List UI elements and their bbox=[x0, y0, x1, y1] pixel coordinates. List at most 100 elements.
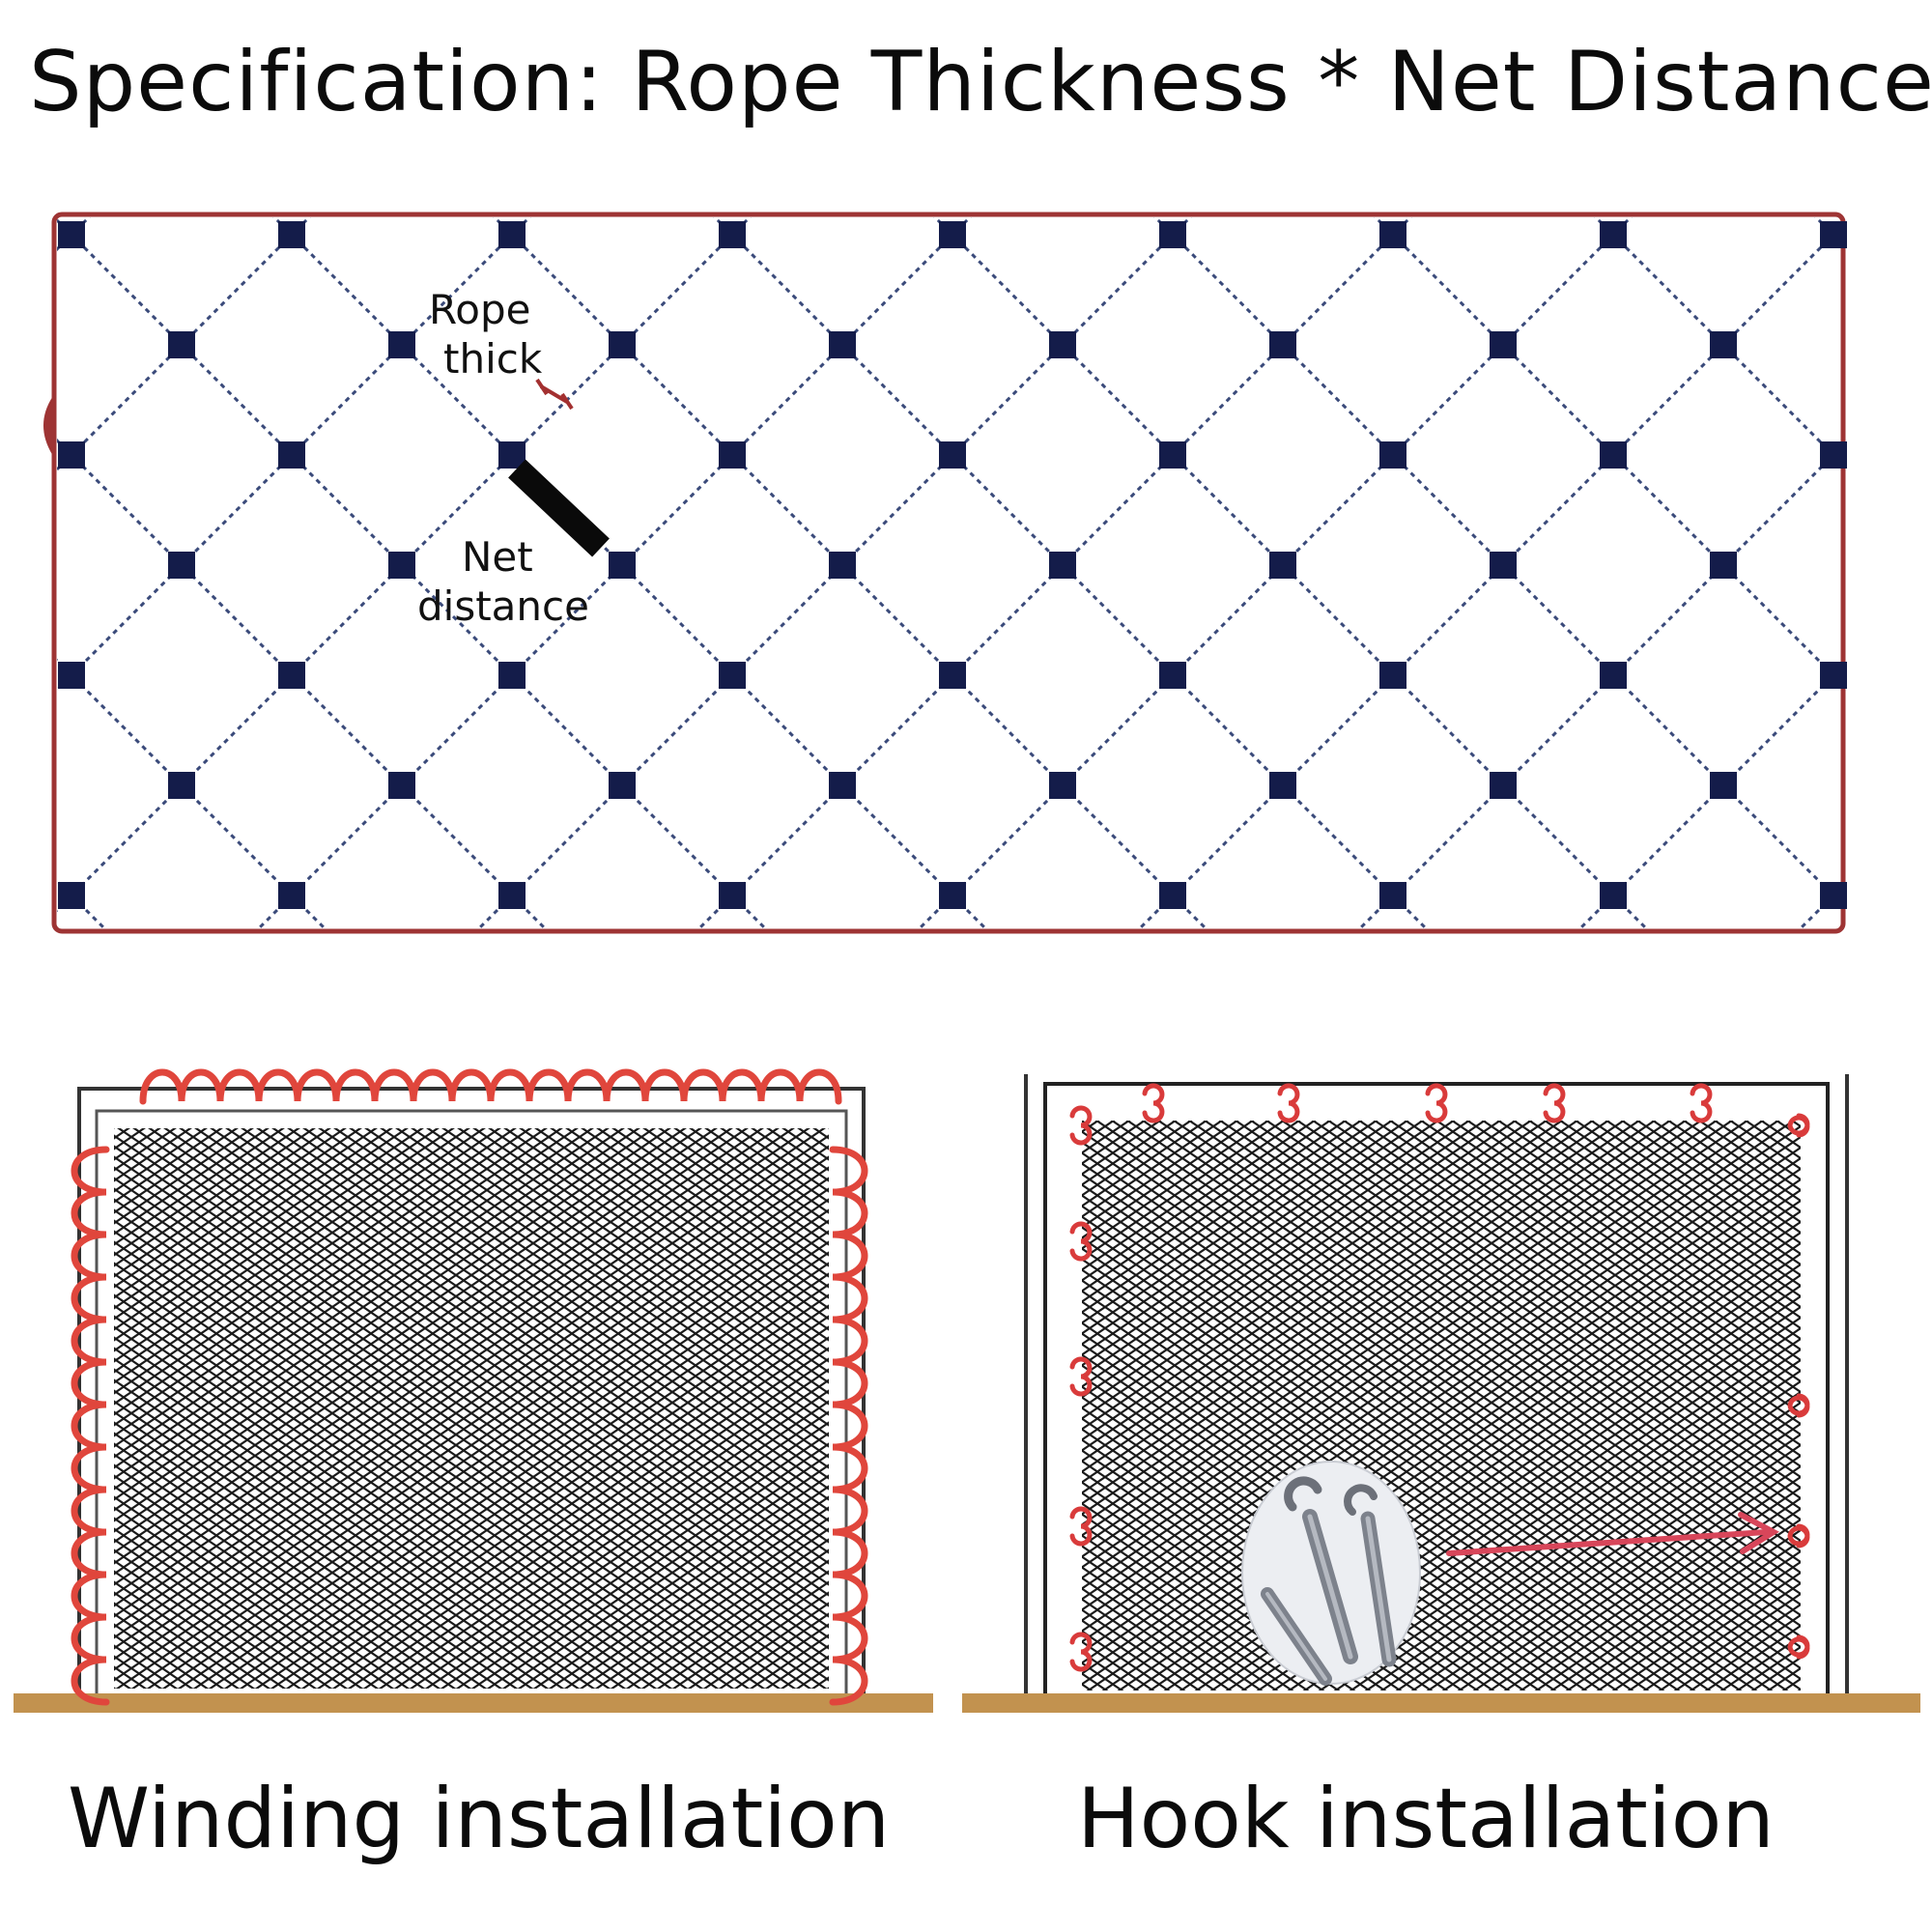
net-spec-panel: Rope thick Net distance bbox=[43, 212, 1847, 934]
net-knot bbox=[498, 662, 526, 689]
net-knot bbox=[388, 772, 415, 799]
net-knot bbox=[1379, 882, 1406, 909]
hook-bolt-icon bbox=[1344, 1484, 1397, 1667]
net-knot bbox=[1379, 662, 1406, 689]
net-knot bbox=[1159, 882, 1186, 909]
hook-bolts-inset bbox=[1241, 1461, 1421, 1686]
net-knot bbox=[1159, 662, 1186, 689]
hook-icon bbox=[1277, 1083, 1300, 1123]
hook-icon bbox=[1787, 1113, 1810, 1138]
hook-icon bbox=[1069, 1105, 1093, 1146]
winding-rope bbox=[71, 1068, 868, 1706]
net-knot bbox=[388, 331, 415, 358]
hook-icon bbox=[1690, 1083, 1713, 1123]
pointer-arrow bbox=[1446, 1512, 1780, 1556]
net-knot bbox=[1600, 662, 1627, 689]
net-knot bbox=[1490, 772, 1517, 799]
net-knot bbox=[1049, 772, 1076, 799]
net-knot bbox=[278, 662, 305, 689]
net-knot bbox=[1600, 441, 1627, 469]
winding-net bbox=[114, 1128, 829, 1689]
winding-rope-left bbox=[71, 1146, 110, 1706]
net-knot bbox=[1269, 552, 1296, 579]
net-frame bbox=[51, 212, 1846, 934]
net-knot bbox=[168, 552, 195, 579]
net-knot bbox=[1490, 331, 1517, 358]
net-knot bbox=[278, 221, 305, 248]
hook-icon bbox=[1069, 1506, 1093, 1547]
net-knot bbox=[1159, 441, 1186, 469]
hook-floor bbox=[962, 1693, 1920, 1713]
net-knot bbox=[168, 772, 195, 799]
net-knot bbox=[1820, 662, 1847, 689]
net-knot bbox=[278, 882, 305, 909]
net-knot bbox=[829, 772, 856, 799]
frame-tab bbox=[43, 396, 56, 456]
winding-rope-top bbox=[139, 1068, 842, 1105]
hook-icon bbox=[1787, 1393, 1810, 1418]
net-knot bbox=[58, 221, 85, 248]
net-distance-label-line2: distance bbox=[417, 582, 589, 630]
net-distance-label-line1: Net bbox=[462, 533, 533, 581]
net-knot bbox=[1269, 772, 1296, 799]
net-knot bbox=[939, 882, 966, 909]
hook-icon bbox=[1787, 1634, 1810, 1660]
net-knot bbox=[58, 882, 85, 909]
net-knots bbox=[58, 221, 1847, 909]
net-knot bbox=[498, 221, 526, 248]
net-distance-label: Net distance bbox=[417, 533, 589, 630]
net-knot bbox=[939, 662, 966, 689]
net-knot bbox=[829, 331, 856, 358]
net-knot bbox=[719, 441, 746, 469]
net-knot bbox=[719, 882, 746, 909]
net-distance-marker bbox=[508, 459, 610, 557]
net-knot bbox=[1490, 552, 1517, 579]
hook-icon bbox=[1787, 1523, 1810, 1548]
winding-floor bbox=[14, 1693, 933, 1713]
net-knot bbox=[1600, 221, 1627, 248]
rope-thick-label: Rope thick bbox=[429, 286, 544, 383]
net-knot bbox=[58, 662, 85, 689]
winding-installation-caption: Winding installation bbox=[68, 1771, 891, 1867]
hook-net bbox=[1082, 1121, 1801, 1690]
hooks bbox=[1069, 1083, 1810, 1672]
hook-icon bbox=[1069, 1221, 1093, 1262]
rope-thick-marker bbox=[535, 378, 574, 411]
net-knot bbox=[1379, 441, 1406, 469]
winding-installation-illustration bbox=[14, 1068, 933, 1713]
winding-rope-right bbox=[829, 1146, 868, 1706]
net-knot bbox=[1269, 331, 1296, 358]
hook-icon bbox=[1142, 1083, 1165, 1123]
net-knot bbox=[278, 441, 305, 469]
net-knot bbox=[609, 552, 636, 579]
net-knot bbox=[1379, 221, 1406, 248]
net-knot bbox=[1710, 552, 1737, 579]
rope-thick-label-line1: Rope bbox=[429, 286, 531, 333]
hook-icon bbox=[1425, 1083, 1448, 1123]
net-knot bbox=[1049, 552, 1076, 579]
hook-icon bbox=[1543, 1083, 1566, 1123]
hook-bolt-icon bbox=[1261, 1587, 1332, 1686]
net-knot bbox=[58, 441, 85, 469]
hook-icon bbox=[1069, 1632, 1093, 1672]
net-knot bbox=[1159, 221, 1186, 248]
net-knot bbox=[1710, 331, 1737, 358]
net-knot bbox=[1820, 882, 1847, 909]
net-knot bbox=[498, 882, 526, 909]
net-knot bbox=[829, 552, 856, 579]
hook-bolt-icon bbox=[1284, 1476, 1358, 1664]
net-knot bbox=[719, 221, 746, 248]
net-knot bbox=[168, 331, 195, 358]
net-knot bbox=[388, 552, 415, 579]
hook-icon bbox=[1069, 1356, 1093, 1397]
net-knot bbox=[609, 331, 636, 358]
hook-installation-caption: Hook installation bbox=[1077, 1771, 1775, 1867]
page-title: Specification: Rope Thickness * Net Dist… bbox=[29, 34, 1932, 130]
hook-installation-illustration bbox=[962, 1074, 1920, 1713]
net-knot bbox=[498, 441, 526, 469]
net-knot bbox=[939, 441, 966, 469]
net-knot bbox=[1820, 441, 1847, 469]
net-knot bbox=[1710, 772, 1737, 799]
net-knot bbox=[939, 221, 966, 248]
